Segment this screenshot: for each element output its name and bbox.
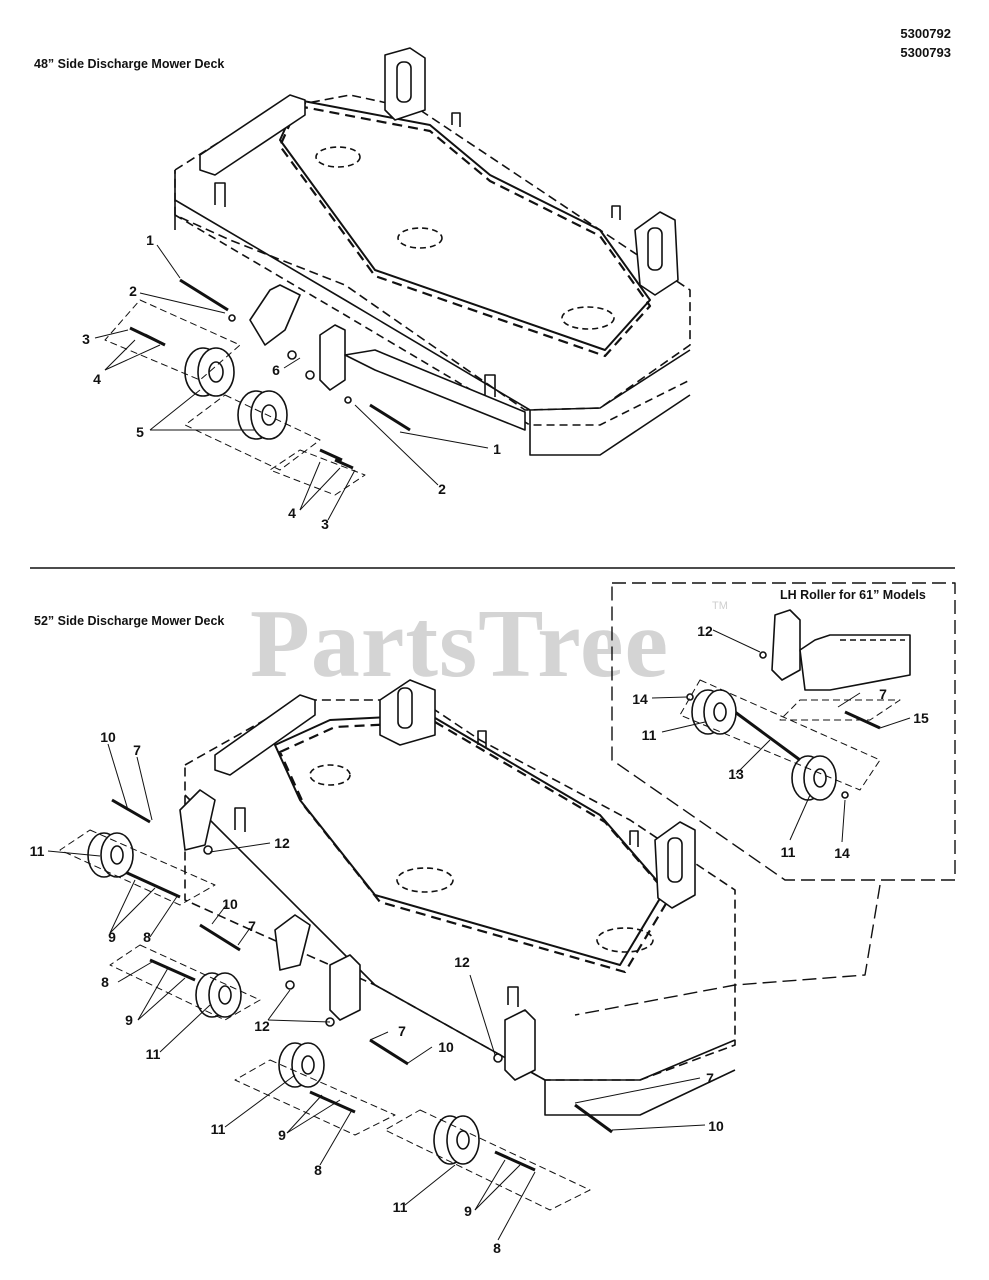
roller: [433, 1115, 480, 1165]
callout-label: 11: [392, 1199, 408, 1215]
callout-label: 13: [728, 766, 744, 782]
callout-label: 11: [780, 844, 796, 860]
callout-label: 12: [454, 954, 470, 970]
callout-label: 3: [321, 516, 329, 532]
callout-label: 9: [125, 1012, 133, 1028]
callout-label: 10: [100, 729, 116, 745]
watermark-tm: TM: [712, 600, 728, 612]
callout-label: 11: [641, 727, 657, 743]
callout-label: 7: [398, 1023, 406, 1039]
top-deck: [94, 47, 691, 521]
callout-label: 7: [133, 742, 141, 758]
callout-label: 8: [314, 1162, 322, 1178]
callout-label: 6: [272, 362, 280, 378]
callout-label: 7: [706, 1070, 714, 1086]
callout-label: 12: [697, 623, 713, 639]
inset-box: [574, 582, 956, 1016]
callout-label: 14: [632, 691, 648, 707]
part-code-1: 5300792: [900, 26, 951, 41]
callout-label: 12: [274, 835, 290, 851]
inset-roller: [791, 755, 837, 801]
bottom-deck: [47, 679, 736, 1241]
callout-label: 8: [101, 974, 109, 990]
callout-label: 10: [222, 896, 238, 912]
callout-label: 1: [493, 441, 501, 457]
callout-label: 1: [146, 232, 154, 248]
roller: [195, 972, 242, 1018]
roller: [237, 390, 288, 440]
callout-label: 9: [108, 929, 116, 945]
callout-label: 10: [708, 1118, 724, 1134]
callout-label: 14: [834, 845, 850, 861]
callout-label: 4: [93, 371, 101, 387]
part-code-2: 5300793: [900, 45, 951, 60]
callout-label: 7: [879, 686, 887, 702]
callout-label: 11: [145, 1046, 161, 1062]
callout-label: 12: [254, 1018, 270, 1034]
inset-title: LH Roller for 61” Models: [780, 588, 926, 602]
callout-label: 8: [493, 1240, 501, 1256]
roller: [184, 347, 235, 397]
callout-label: 2: [438, 481, 446, 497]
callout-label: 2: [129, 283, 137, 299]
callout-label: 5: [136, 424, 144, 440]
callout-label: 4: [288, 505, 296, 521]
inset-roller: [691, 689, 737, 735]
callout-label: 15: [913, 710, 929, 726]
callout-label: 10: [438, 1039, 454, 1055]
roller: [278, 1042, 325, 1088]
top-section-title: 48” Side Discharge Mower Deck: [34, 57, 225, 71]
callout-label: 7: [248, 918, 256, 934]
callout-label: 11: [29, 843, 45, 859]
callout-label: 9: [464, 1203, 472, 1219]
callout-label: 11: [210, 1121, 226, 1137]
callout-label: 9: [278, 1127, 286, 1143]
bottom-section-title: 52” Side Discharge Mower Deck: [34, 614, 225, 628]
callout-label: 8: [143, 929, 151, 945]
callout-label: 3: [82, 331, 90, 347]
